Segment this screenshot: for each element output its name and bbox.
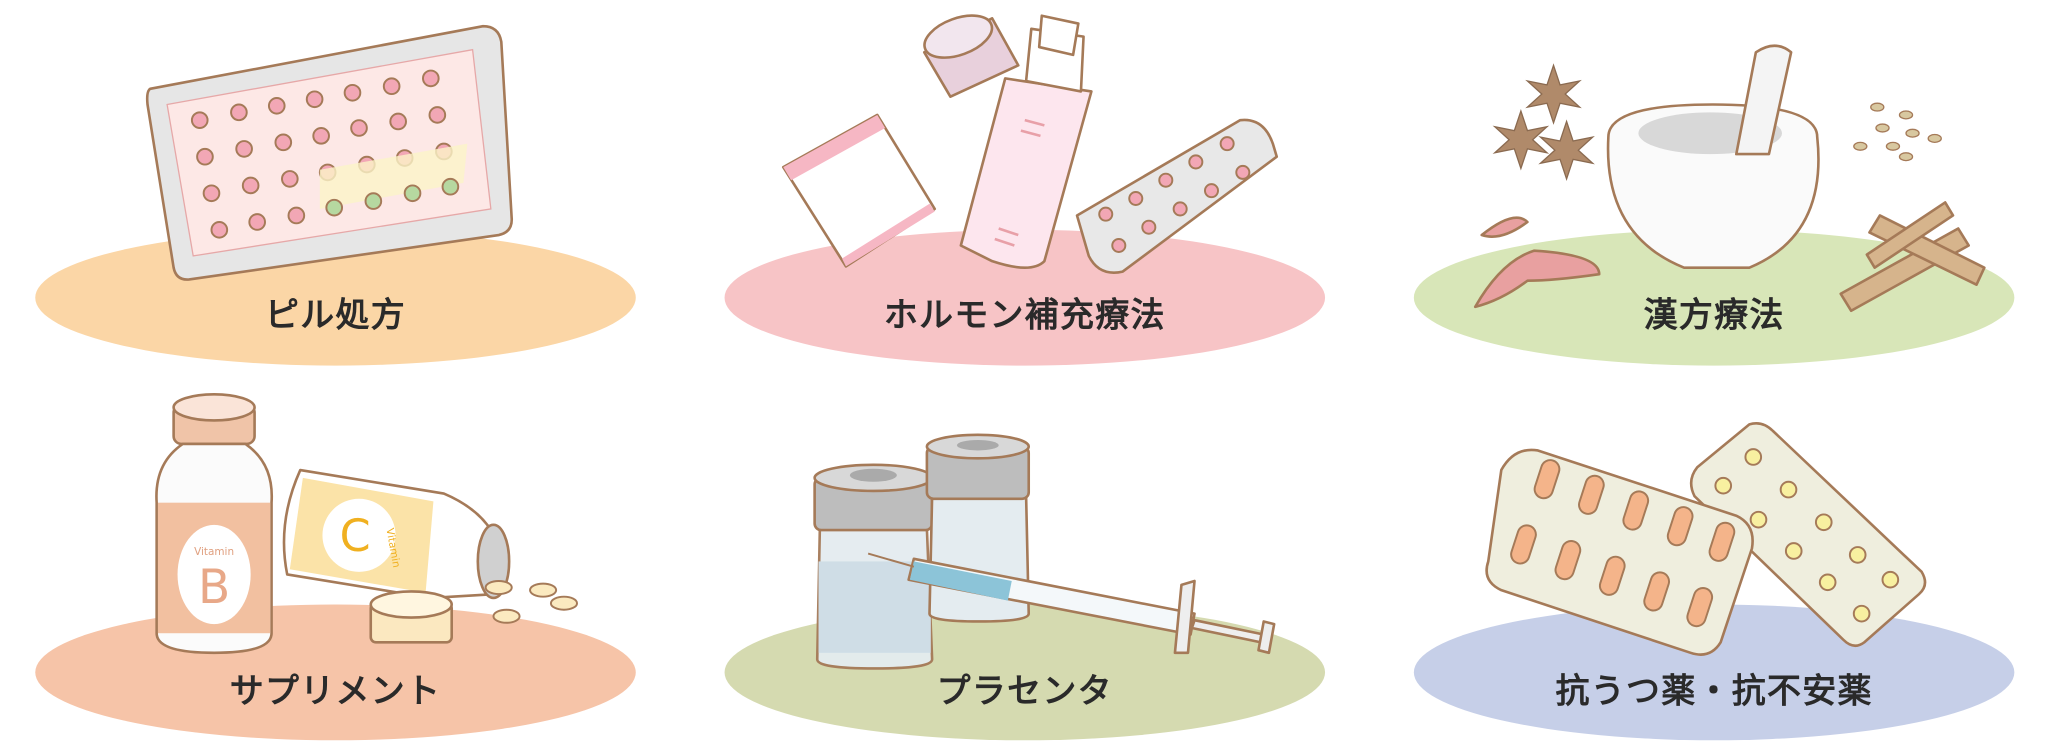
vial-syringe-icon bbox=[813, 433, 1276, 670]
label-antidepressant: 抗うつ薬・抗不安薬 bbox=[1556, 671, 1873, 711]
panel-background-hormone bbox=[724, 229, 1326, 366]
label-pill-prescription: ピル処方 bbox=[265, 295, 406, 335]
blister-pack-icon bbox=[1485, 421, 1927, 656]
vitamin-b-letter: B bbox=[198, 560, 230, 615]
label-hormone-therapy: ホルモン補充療法 bbox=[884, 295, 1166, 335]
label-placenta: プラセンタ bbox=[937, 671, 1113, 711]
pill-pack-icon bbox=[145, 24, 514, 281]
label-kampo: 漢方療法 bbox=[1644, 295, 1785, 335]
hormone-therapy-icon bbox=[781, 14, 1279, 274]
mortar-herbs-icon bbox=[1473, 44, 1986, 313]
label-supplement: サプリメント bbox=[230, 671, 441, 711]
vitamin-b-word: Vitamin bbox=[194, 546, 234, 558]
vitamin-c-letter: C bbox=[340, 511, 371, 562]
supplement-bottles-icon: Vitamin B C Vitamin bbox=[155, 393, 579, 655]
